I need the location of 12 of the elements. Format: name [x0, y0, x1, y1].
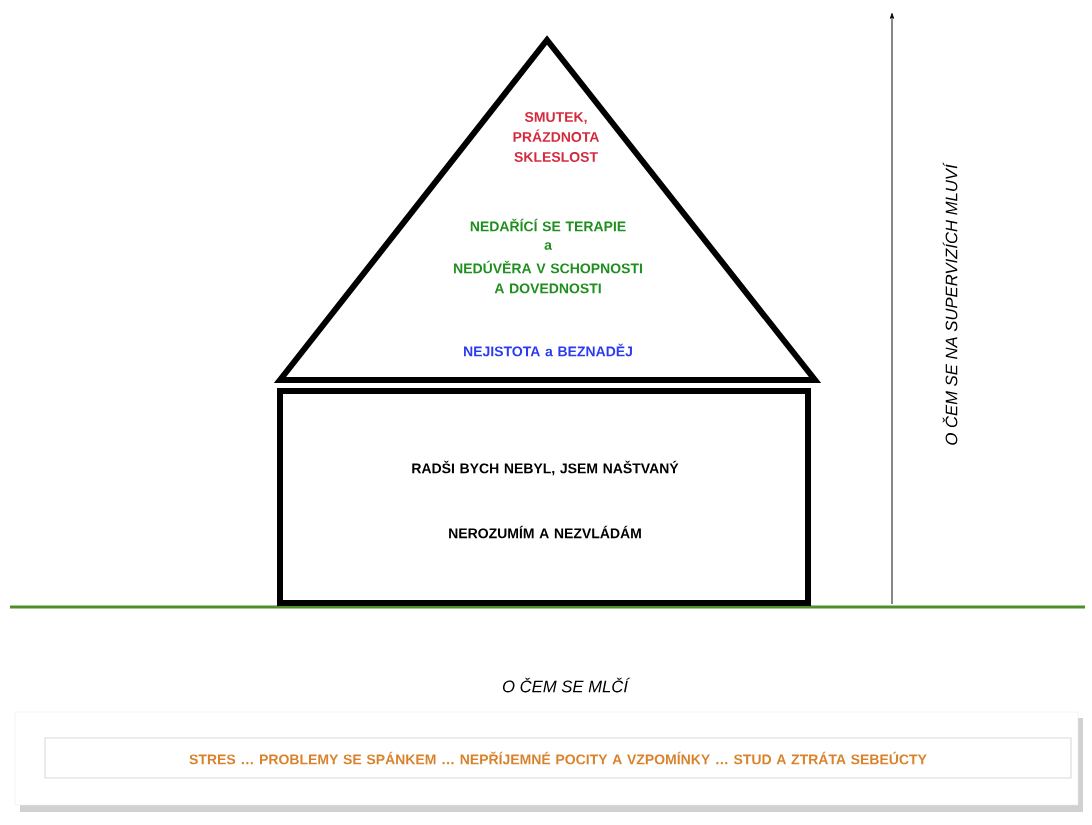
roof-text: NEDÚVĚRA V SCHOPNOSTI A DOVEDNOSTI [454, 260, 642, 294]
wall-box [277, 388, 811, 606]
wall-text: NEROZUMÍM A NEZVLÁDÁM [449, 525, 641, 539]
roof-text: SMUTEK, PRÁZDNOTA SKLESLOST [513, 112, 600, 162]
wall-text: RADŠI BYCH NEBYL, JSEM NAŠTVANÝ [412, 460, 679, 476]
supervision-topic-label: O ČEM SE NA SUPERVIZÍCH MLUVÍ [942, 162, 958, 445]
roof-text: NEDAŘÍCÍ SE TERAPIE [470, 218, 626, 232]
roof-text: a [544, 242, 552, 250]
roof-text: NEJISTOTA a BEZNADĚJ [464, 343, 632, 357]
silence-topic-label: O ČEM SE MLČÍ [502, 677, 631, 693]
foundation-text: STRES … PROBLEMY SE SPÁNKEM … NEPŘÍJEMNÉ POCITY A VZPOMÍNKY … STUD A ZTRÁTA SEBEÚCTY [189, 751, 927, 765]
foundation-box [44, 737, 1072, 779]
